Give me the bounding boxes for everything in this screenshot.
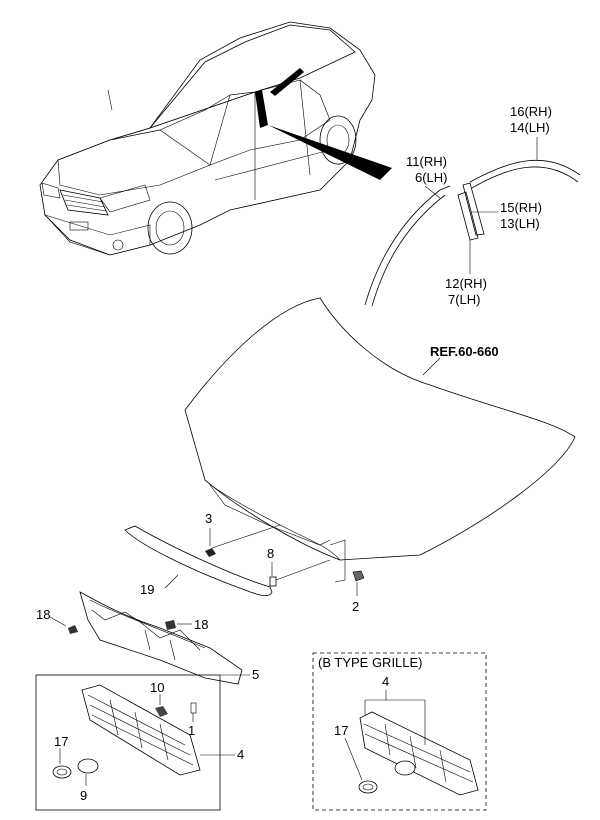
hood-panel xyxy=(184,297,576,583)
hood-fastener-3 xyxy=(205,524,281,557)
radiator-cover-5 xyxy=(79,591,243,685)
callout-10: 10 xyxy=(150,680,164,695)
callout-15-rh: 15(RH) xyxy=(500,200,542,215)
callout-5: 5 xyxy=(252,667,259,682)
callout-2: 2 xyxy=(352,599,359,614)
callout-1: 1 xyxy=(188,723,195,738)
radiator-grille-4 xyxy=(81,684,201,776)
callout-3: 3 xyxy=(205,511,212,526)
b-type-grille xyxy=(359,711,479,796)
b-type-grille-box xyxy=(312,652,487,811)
callout-9: 9 xyxy=(80,788,87,803)
callout-8: 8 xyxy=(267,546,274,561)
callout-17-left: 17 xyxy=(54,734,68,749)
callout-7-lh: 7(LH) xyxy=(448,292,481,307)
callout-16-rh: 16(RH) xyxy=(510,104,552,119)
window-moulding-group xyxy=(364,159,581,307)
b-type-emblem-17 xyxy=(358,780,378,794)
emblem-cover-9 xyxy=(77,758,99,774)
callout-18-left: 18 xyxy=(36,607,50,622)
callout-4-btype: 4 xyxy=(382,674,389,689)
screw-1 xyxy=(190,702,197,714)
callout-11-rh: 11(RH) xyxy=(406,154,447,169)
clip-18-right xyxy=(165,620,176,630)
callout-13-lh: 13(LH) xyxy=(500,216,540,231)
clip-18-left xyxy=(68,625,78,634)
grille-bracket-10 xyxy=(155,706,168,717)
hood-seal-strip xyxy=(124,525,273,596)
b-type-grille-label: (B TYPE GRILLE) xyxy=(318,655,423,670)
grille-assembly-box xyxy=(35,674,221,811)
car-illustration xyxy=(39,21,392,256)
callout-19: 19 xyxy=(140,582,154,597)
callout-6-lh: 6(LH) xyxy=(415,170,448,185)
callout-4-left: 4 xyxy=(237,747,244,762)
callout-14-lh: 14(LH) xyxy=(510,120,550,135)
callout-12-rh: 12(RH) xyxy=(445,276,487,291)
callout-17-btype: 17 xyxy=(334,723,348,738)
callout-18-right: 18 xyxy=(194,617,208,632)
ref-label: REF.60-660 xyxy=(430,344,499,359)
emblem-17 xyxy=(52,765,72,779)
hood-nut-2 xyxy=(352,570,365,582)
bumper-stop-8 xyxy=(269,559,331,587)
